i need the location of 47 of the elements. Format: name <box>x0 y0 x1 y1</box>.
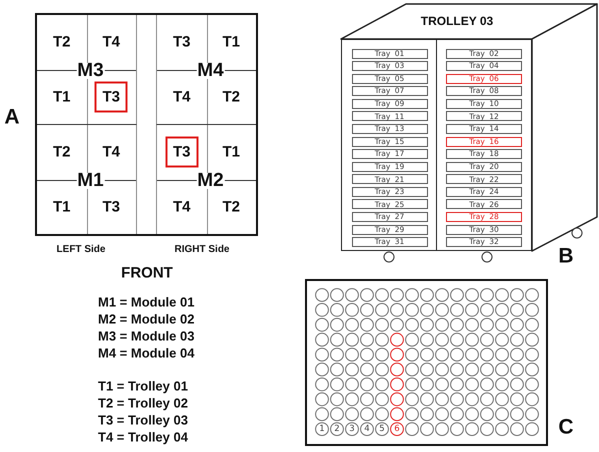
trolley-code: T2 <box>222 89 240 104</box>
module-label: M1 <box>76 172 105 188</box>
well-number: 6 <box>394 424 400 434</box>
highlighted-trolley-code: T3 <box>94 81 128 112</box>
well-number: 4 <box>364 424 370 434</box>
trolley-code: T1 <box>53 199 70 214</box>
trolley-code: T1 <box>222 34 240 50</box>
front-caption: FRONT <box>121 266 173 280</box>
module-block <box>37 125 137 234</box>
panel-letter: C <box>558 416 574 438</box>
key-entry: T4 = Trolley 04 <box>98 430 188 444</box>
module-label: M4 <box>196 62 225 78</box>
key-entry: M4 = Module 04 <box>98 346 194 360</box>
well-number: 5 <box>379 424 385 434</box>
key-entry: M2 = Module 02 <box>98 312 194 326</box>
key-entry: M1 = Module 01 <box>98 296 194 308</box>
trolley-cabinet <box>340 2 599 264</box>
trolley-code: T4 <box>102 144 120 160</box>
module-block <box>37 15 137 125</box>
module-block <box>156 15 256 125</box>
well-number: 2 <box>334 424 340 434</box>
key-entry: M3 = Module 03 <box>98 330 194 342</box>
trolley-code: T3 <box>102 199 120 214</box>
well-number: 3 <box>349 424 355 434</box>
trolley-code: T2 <box>53 144 70 160</box>
floor-plan-frame <box>35 13 258 236</box>
side-caption: RIGHT Side <box>174 245 230 255</box>
module-block <box>156 125 256 234</box>
trolley-code: T4 <box>173 89 190 104</box>
trolley-title: TROLLEY 03 <box>420 15 494 27</box>
key-entry: T1 = Trolley 01 <box>98 380 188 392</box>
module-label: M2 <box>196 172 225 188</box>
trolley-code: T4 <box>173 199 190 214</box>
trolley-code: T1 <box>53 89 70 104</box>
module-label: M3 <box>76 62 105 78</box>
trolley-code: T2 <box>53 34 70 50</box>
key-entry: T2 = Trolley 02 <box>98 396 188 410</box>
key-entry: T3 = Trolley 03 <box>98 414 188 426</box>
trolley-code: T1 <box>222 144 240 160</box>
highlighted-trolley-code: T3 <box>165 136 198 168</box>
trolley-code: T3 <box>173 34 190 50</box>
side-caption: LEFT Side <box>56 245 106 255</box>
panel-letter: A <box>4 106 20 128</box>
trolley-code: T4 <box>102 34 120 50</box>
trolley-code: T2 <box>222 199 240 214</box>
panel-letter: B <box>558 246 574 266</box>
well-number: 1 <box>319 424 325 434</box>
